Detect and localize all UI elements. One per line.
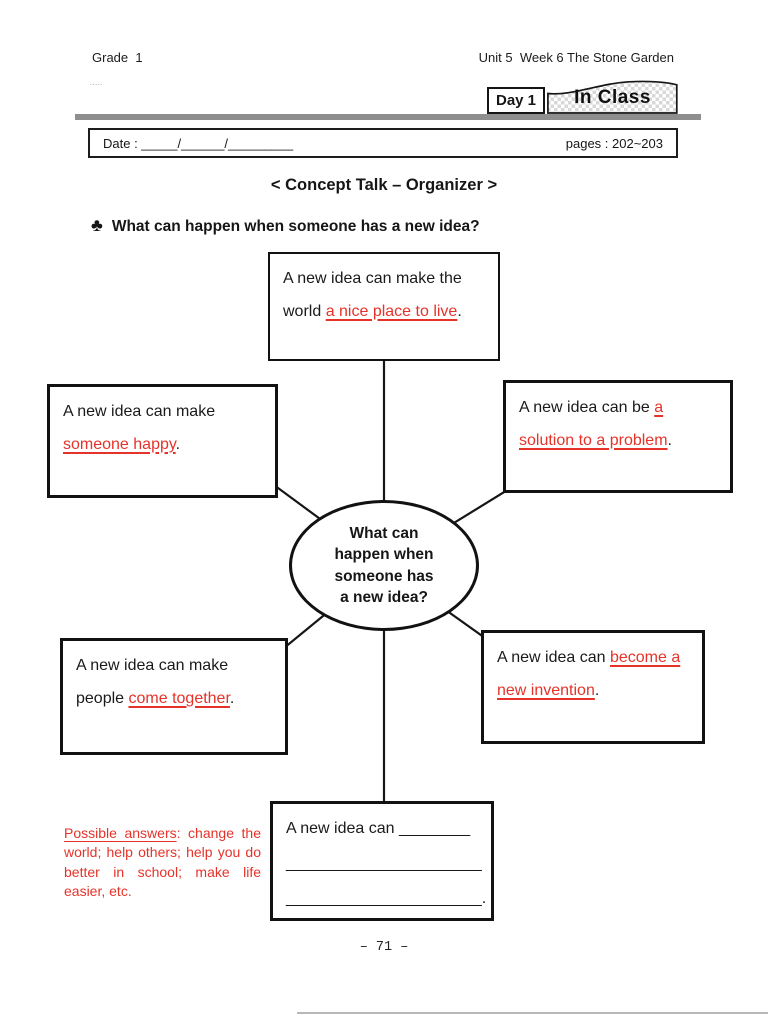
node-answer: a solution to a problem bbox=[519, 399, 668, 449]
fill-in-line2: ______________________ bbox=[286, 846, 482, 881]
node-period: . bbox=[229, 689, 235, 707]
possible-answers-note: Possible answers: change the world; help… bbox=[64, 824, 261, 901]
tiny-print-marks: ----- bbox=[90, 82, 104, 88]
node-period: . bbox=[481, 890, 487, 908]
node-answer: become a new invention bbox=[497, 649, 681, 699]
node-period: . bbox=[175, 435, 181, 453]
date-row: Date : _____/______/_________ pages : 20… bbox=[88, 128, 678, 158]
node-answer: someone happy bbox=[63, 435, 176, 453]
header-divider-bar bbox=[75, 114, 701, 120]
node-bottom-right: A new idea can become a new invention. bbox=[481, 630, 705, 744]
node-text: A new idea can make bbox=[63, 403, 216, 420]
section-title: < Concept Talk – Organizer > bbox=[270, 176, 498, 194]
grade-label: Grade 1 bbox=[92, 50, 143, 65]
node-fill-in: A new idea can ________ ________________… bbox=[270, 801, 494, 921]
node-top: A new idea can make the world a nice pla… bbox=[268, 252, 500, 361]
club-bullet-icon: ♣ bbox=[91, 215, 103, 235]
possible-answers-text: : change the world; help others; help yo… bbox=[64, 825, 262, 899]
fill-in-line1: A new idea can ________ bbox=[286, 811, 478, 846]
fill-in-blank: ______________________ bbox=[286, 890, 482, 908]
question-text: What can happen when someone has a new i… bbox=[111, 218, 480, 235]
node-bottom-left: A new idea can make people come together… bbox=[60, 638, 288, 755]
fill-in-text: A new idea can bbox=[286, 820, 399, 837]
fill-in-blank: ________ bbox=[398, 820, 471, 837]
in-class-badge: In Class bbox=[547, 80, 678, 114]
node-text: A new idea can bbox=[497, 649, 610, 666]
node-answer: come together bbox=[128, 689, 230, 707]
fill-in-blank: ______________________ bbox=[286, 855, 482, 873]
ellipse-line: What can bbox=[349, 524, 419, 542]
unit-title: Unit 5 Week 6 The Stone Garden bbox=[478, 50, 674, 65]
node-period: . bbox=[594, 681, 600, 699]
node-answer: a nice place to live bbox=[325, 302, 458, 320]
node-text: A new idea can be bbox=[519, 399, 655, 416]
ellipse-line: someone has bbox=[334, 567, 434, 585]
date-field: Date : _____/______/_________ bbox=[103, 135, 294, 151]
fill-in-line3: ______________________. bbox=[286, 881, 486, 916]
pages-label: pages : 202~203 bbox=[565, 135, 663, 151]
node-period: . bbox=[667, 431, 672, 449]
ellipse-line: happen when bbox=[334, 546, 434, 564]
day-badge: Day 1 bbox=[487, 87, 545, 114]
question-heading: ♣ What can happen when someone has a new … bbox=[91, 215, 480, 236]
in-class-wave-shape bbox=[547, 80, 678, 114]
node-text: A new idea can make people bbox=[76, 657, 229, 707]
node-period: . bbox=[457, 302, 462, 320]
node-text: A new idea can make the world bbox=[283, 270, 462, 320]
in-class-label: In Class bbox=[574, 87, 651, 108]
node-right: A new idea can be a solution to a proble… bbox=[503, 380, 733, 493]
ellipse-line: a new idea? bbox=[340, 588, 428, 606]
center-question-ellipse: What can happen when someone has a new i… bbox=[289, 500, 479, 631]
node-left: A new idea can make someone happy. bbox=[47, 384, 278, 498]
possible-answers-label: Possible answers bbox=[64, 825, 177, 841]
page-number: – 71 – bbox=[359, 940, 409, 955]
footer-rule bbox=[297, 1012, 768, 1014]
